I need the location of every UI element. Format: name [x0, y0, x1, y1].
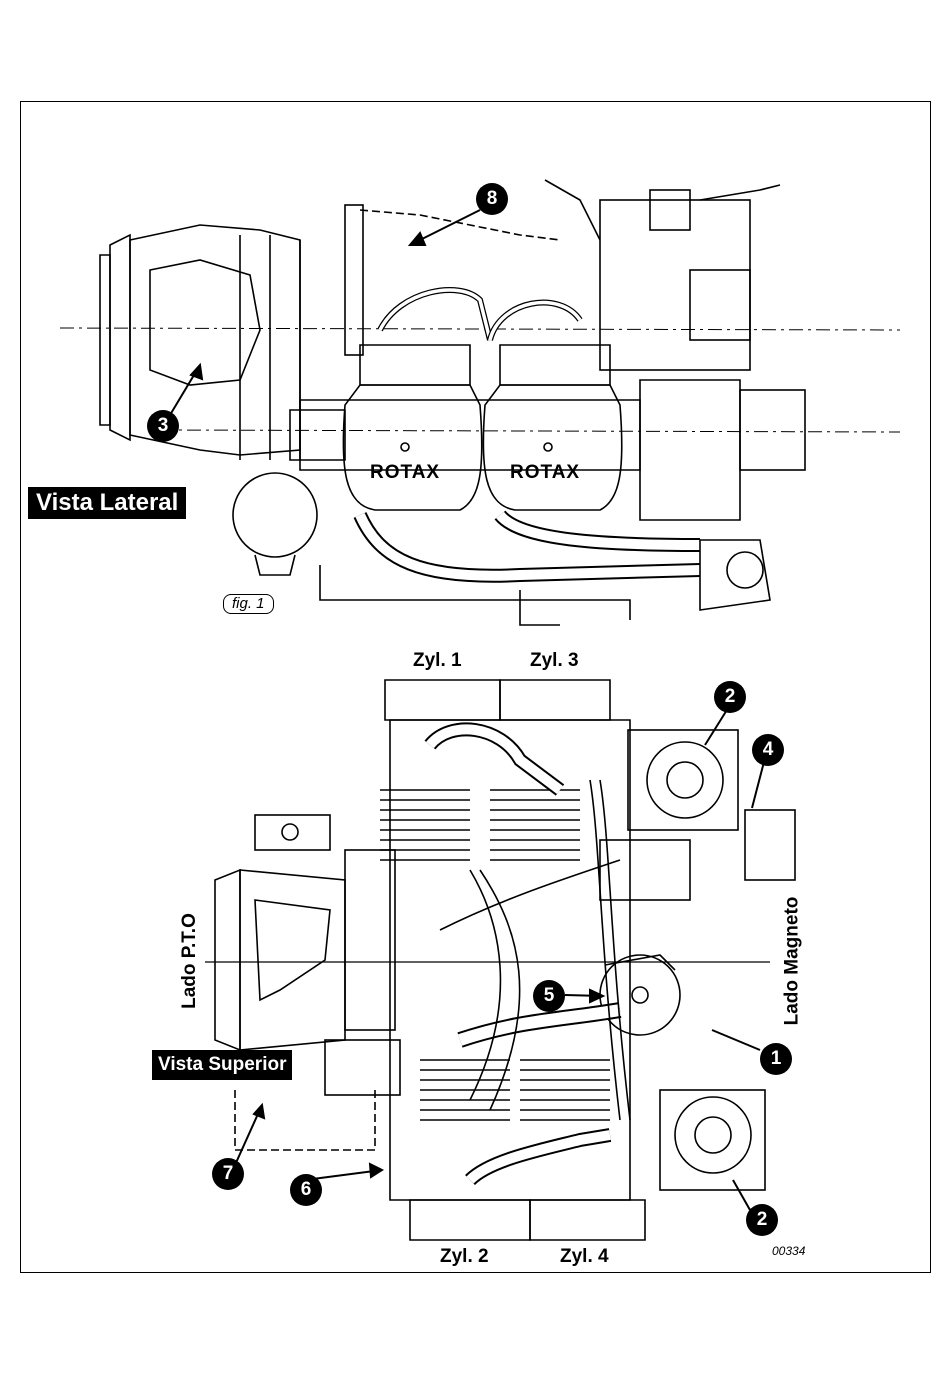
- callout-1: 1: [760, 1043, 792, 1075]
- cylinder-label-1: Zyl. 1: [413, 650, 462, 672]
- cylinder-label-2: Zyl. 2: [440, 1246, 489, 1268]
- callout-2-bottom: 2: [746, 1204, 778, 1236]
- callout-4: 4: [752, 734, 784, 766]
- drawing-reference: 00334: [772, 1244, 805, 1258]
- callout-5: 5: [533, 980, 565, 1012]
- callout-2-top: 2: [714, 681, 746, 713]
- valve-cover-brand-left: ROTAX: [370, 462, 440, 484]
- magneto-side-label: Lado Magneto: [781, 897, 803, 1026]
- callout-3: 3: [147, 410, 179, 442]
- figure-number: fig. 1: [223, 594, 274, 614]
- valve-cover-brand-right: ROTAX: [510, 462, 580, 484]
- cylinder-label-3: Zyl. 3: [530, 650, 579, 672]
- side-view-label: Vista Lateral: [28, 487, 186, 519]
- top-view-label: Vista Superior: [152, 1050, 292, 1080]
- callout-7: 7: [212, 1158, 244, 1190]
- callout-8: 8: [476, 183, 508, 215]
- side-view-engine: [60, 180, 900, 625]
- cylinder-label-4: Zyl. 4: [560, 1246, 609, 1268]
- callout-6: 6: [290, 1174, 322, 1206]
- top-view-engine: [205, 680, 795, 1240]
- pto-side-label: Lado P.T.O: [179, 913, 201, 1009]
